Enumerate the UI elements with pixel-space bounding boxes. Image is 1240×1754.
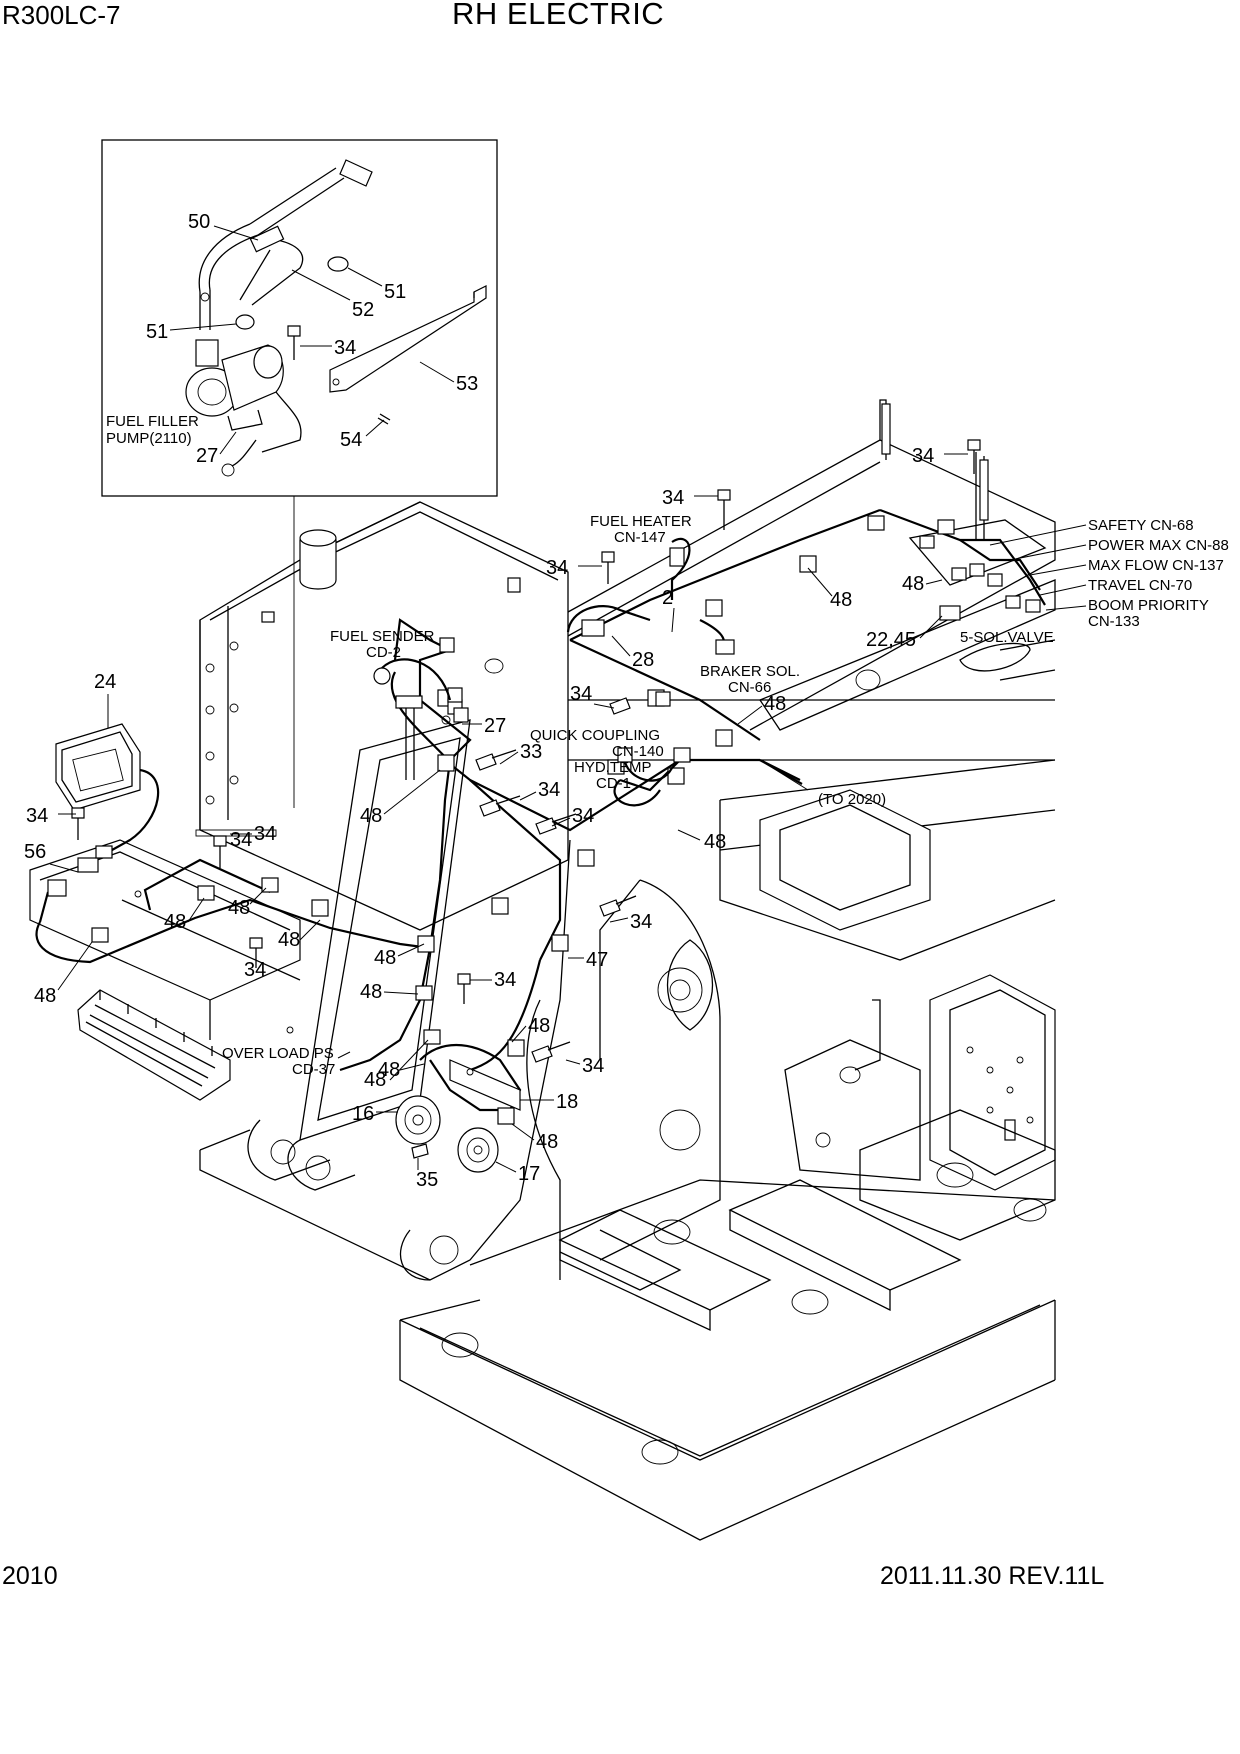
callout-48-step-1: 48	[164, 911, 186, 933]
callout-34-horn-bolt: 34	[582, 1055, 604, 1077]
callout-34-left-deck: 34	[254, 823, 276, 845]
label-fuel-filler: FUEL FILLER	[106, 413, 199, 430]
callout-34-tank-side: 34	[230, 829, 252, 851]
callout-2: 2	[662, 587, 673, 609]
label-travel: TRAVEL CN-70	[1088, 577, 1192, 594]
label-quick-coupling: QUICK COUPLING	[530, 727, 660, 744]
label-braker-sol-cn: CN-66	[728, 679, 771, 696]
callout-47: 47	[586, 949, 608, 971]
label-quick-coupling-cn: CN-140	[612, 743, 664, 760]
label-power-max: POWER MAX CN-88	[1088, 537, 1229, 554]
label-boom-priority: BOOM PRIORITY	[1088, 597, 1209, 614]
page-title: RH ELECTRIC	[452, 0, 665, 31]
callout-34-mid: 34	[630, 911, 652, 933]
callout-34-lower: 34	[494, 969, 516, 991]
label-braker-sol: BRAKER SOL.	[700, 663, 800, 680]
callout-48-step-3: 48	[278, 929, 300, 951]
callout-51-left: 51	[146, 321, 168, 343]
label-hyd-temp: HYD.TEMP	[574, 759, 652, 776]
label-hyd-temp-cd: CD-1	[596, 775, 631, 792]
callout-34-inset: 34	[334, 337, 356, 359]
callout-52: 52	[352, 299, 374, 321]
label-fuel-heater-cn: CN-147	[614, 529, 666, 546]
callout-24: 24	[94, 671, 116, 693]
callout-34-hyd-temp: 34	[572, 805, 594, 827]
revision-date: 2011.11.30 REV.11L	[880, 1562, 1105, 1590]
callout-54: 54	[340, 429, 362, 451]
callout-34-quick-coupling: 34	[570, 683, 592, 705]
callout-34-fuel-heater: 34	[662, 487, 684, 509]
callout-18: 18	[556, 1091, 578, 1113]
callout-17: 17	[518, 1163, 540, 1185]
clips-connectors	[47, 439, 1041, 1173]
callout-48-horn-left: 48	[364, 1069, 386, 1091]
callout-48-step-2: 48	[228, 897, 250, 919]
page-number: 2010	[2, 1562, 58, 1590]
callout-50: 50	[188, 211, 210, 233]
callout-56: 56	[24, 841, 46, 863]
callout-35: 35	[416, 1169, 438, 1191]
callout-27: 27	[484, 715, 506, 737]
callout-48-hyd-temp: 48	[704, 831, 726, 853]
callout-27-inset: 27	[196, 445, 218, 467]
callout-28: 28	[632, 649, 654, 671]
label-max-flow: MAX FLOW CN-137	[1088, 557, 1224, 574]
callout-33: 33	[520, 741, 542, 763]
label-fuel-heater: FUEL HEATER	[590, 513, 692, 530]
wiring-harness	[35, 508, 1046, 1112]
label-to-2020: (TO 2020)	[818, 791, 886, 808]
callout-53: 53	[456, 373, 478, 395]
callout-48-horn-mid: 48	[378, 1059, 400, 1081]
callout-22-45: 22,45	[866, 629, 916, 651]
fuel-filler-pump-inset: 50 51 52 51 34 53 54 27 FUEL FILLER PUMP…	[101, 139, 498, 808]
callout-34-tank-top: 34	[546, 557, 568, 579]
callout-48-cylinder-2: 48	[360, 981, 382, 1003]
label-over-load: OVER LOAD PS	[222, 1045, 334, 1062]
label-sol-valve: 5-SOL.VALVE	[960, 629, 1054, 646]
work-lamp	[55, 723, 160, 851]
callout-48-lamp-wire: 48	[34, 985, 56, 1007]
callout-48-sol-valve: 48	[902, 573, 924, 595]
callout-48-tank: 48	[360, 805, 382, 827]
callout-34-step: 34	[244, 959, 266, 981]
label-over-load-cd: CD-37	[292, 1061, 335, 1078]
label-fuel-sender-cd: CD-2	[366, 644, 401, 661]
callout-48-braker: 48	[764, 693, 786, 715]
connector-labels: FUEL HEATER CN-147 FUEL SENDER CD-2 BRAK…	[222, 513, 1229, 1078]
model-number: R300LC-7	[2, 0, 121, 30]
callout-numbers: 34 34 34 48 48 2 28 22,45 34 48 24 27 33…	[24, 445, 968, 1191]
label-fuel-sender: FUEL SENDER	[330, 628, 435, 645]
callout-34-cylinder: 34	[538, 779, 560, 801]
callout-34-top-right: 34	[912, 445, 934, 467]
callout-51-top: 51	[384, 281, 406, 303]
label-boom-priority-cn: CN-133	[1088, 613, 1140, 630]
callout-48-horn-top: 48	[528, 1015, 550, 1037]
callout-48-upper-deck: 48	[830, 589, 852, 611]
label-fuel-filler-pump: PUMP(2110)	[106, 430, 192, 447]
label-safety: SAFETY CN-68	[1088, 517, 1194, 534]
callout-48-cylinder-1: 48	[374, 947, 396, 969]
callout-16: 16	[352, 1103, 374, 1125]
callout-48-horn-bottom: 48	[536, 1131, 558, 1153]
upper-frame	[29, 399, 1056, 1541]
callout-34-lamp: 34	[26, 805, 48, 827]
